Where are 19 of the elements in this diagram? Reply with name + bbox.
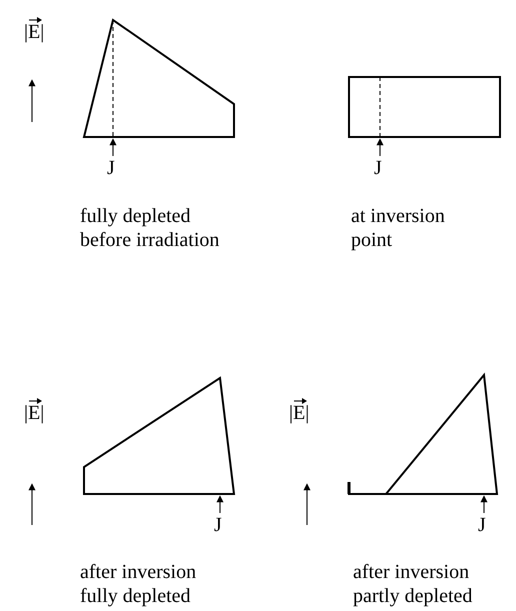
caption: at inversion point bbox=[351, 204, 446, 252]
junction-label: J bbox=[107, 158, 115, 178]
arrow bbox=[480, 495, 488, 514]
junction-label: J bbox=[214, 515, 222, 535]
axis-label: |E| bbox=[289, 401, 310, 425]
axis-label: |E| bbox=[24, 20, 44, 44]
junction-label: J bbox=[478, 515, 486, 535]
caption: after inversion fully depleted bbox=[80, 560, 198, 608]
arrow bbox=[110, 138, 116, 156]
field-profile-polygon bbox=[84, 20, 234, 137]
axis-label: |E| bbox=[24, 401, 44, 425]
arrow bbox=[376, 138, 384, 156]
arrow bbox=[216, 495, 224, 514]
caption: after inversion partly depleted bbox=[353, 560, 474, 608]
field-profile-triangle bbox=[349, 375, 497, 494]
junction-label: J bbox=[374, 158, 382, 178]
field-profile-polygon bbox=[84, 378, 234, 494]
caption: fully depleted before irradiation bbox=[80, 204, 220, 252]
field-profile-rectangle bbox=[349, 77, 500, 137]
